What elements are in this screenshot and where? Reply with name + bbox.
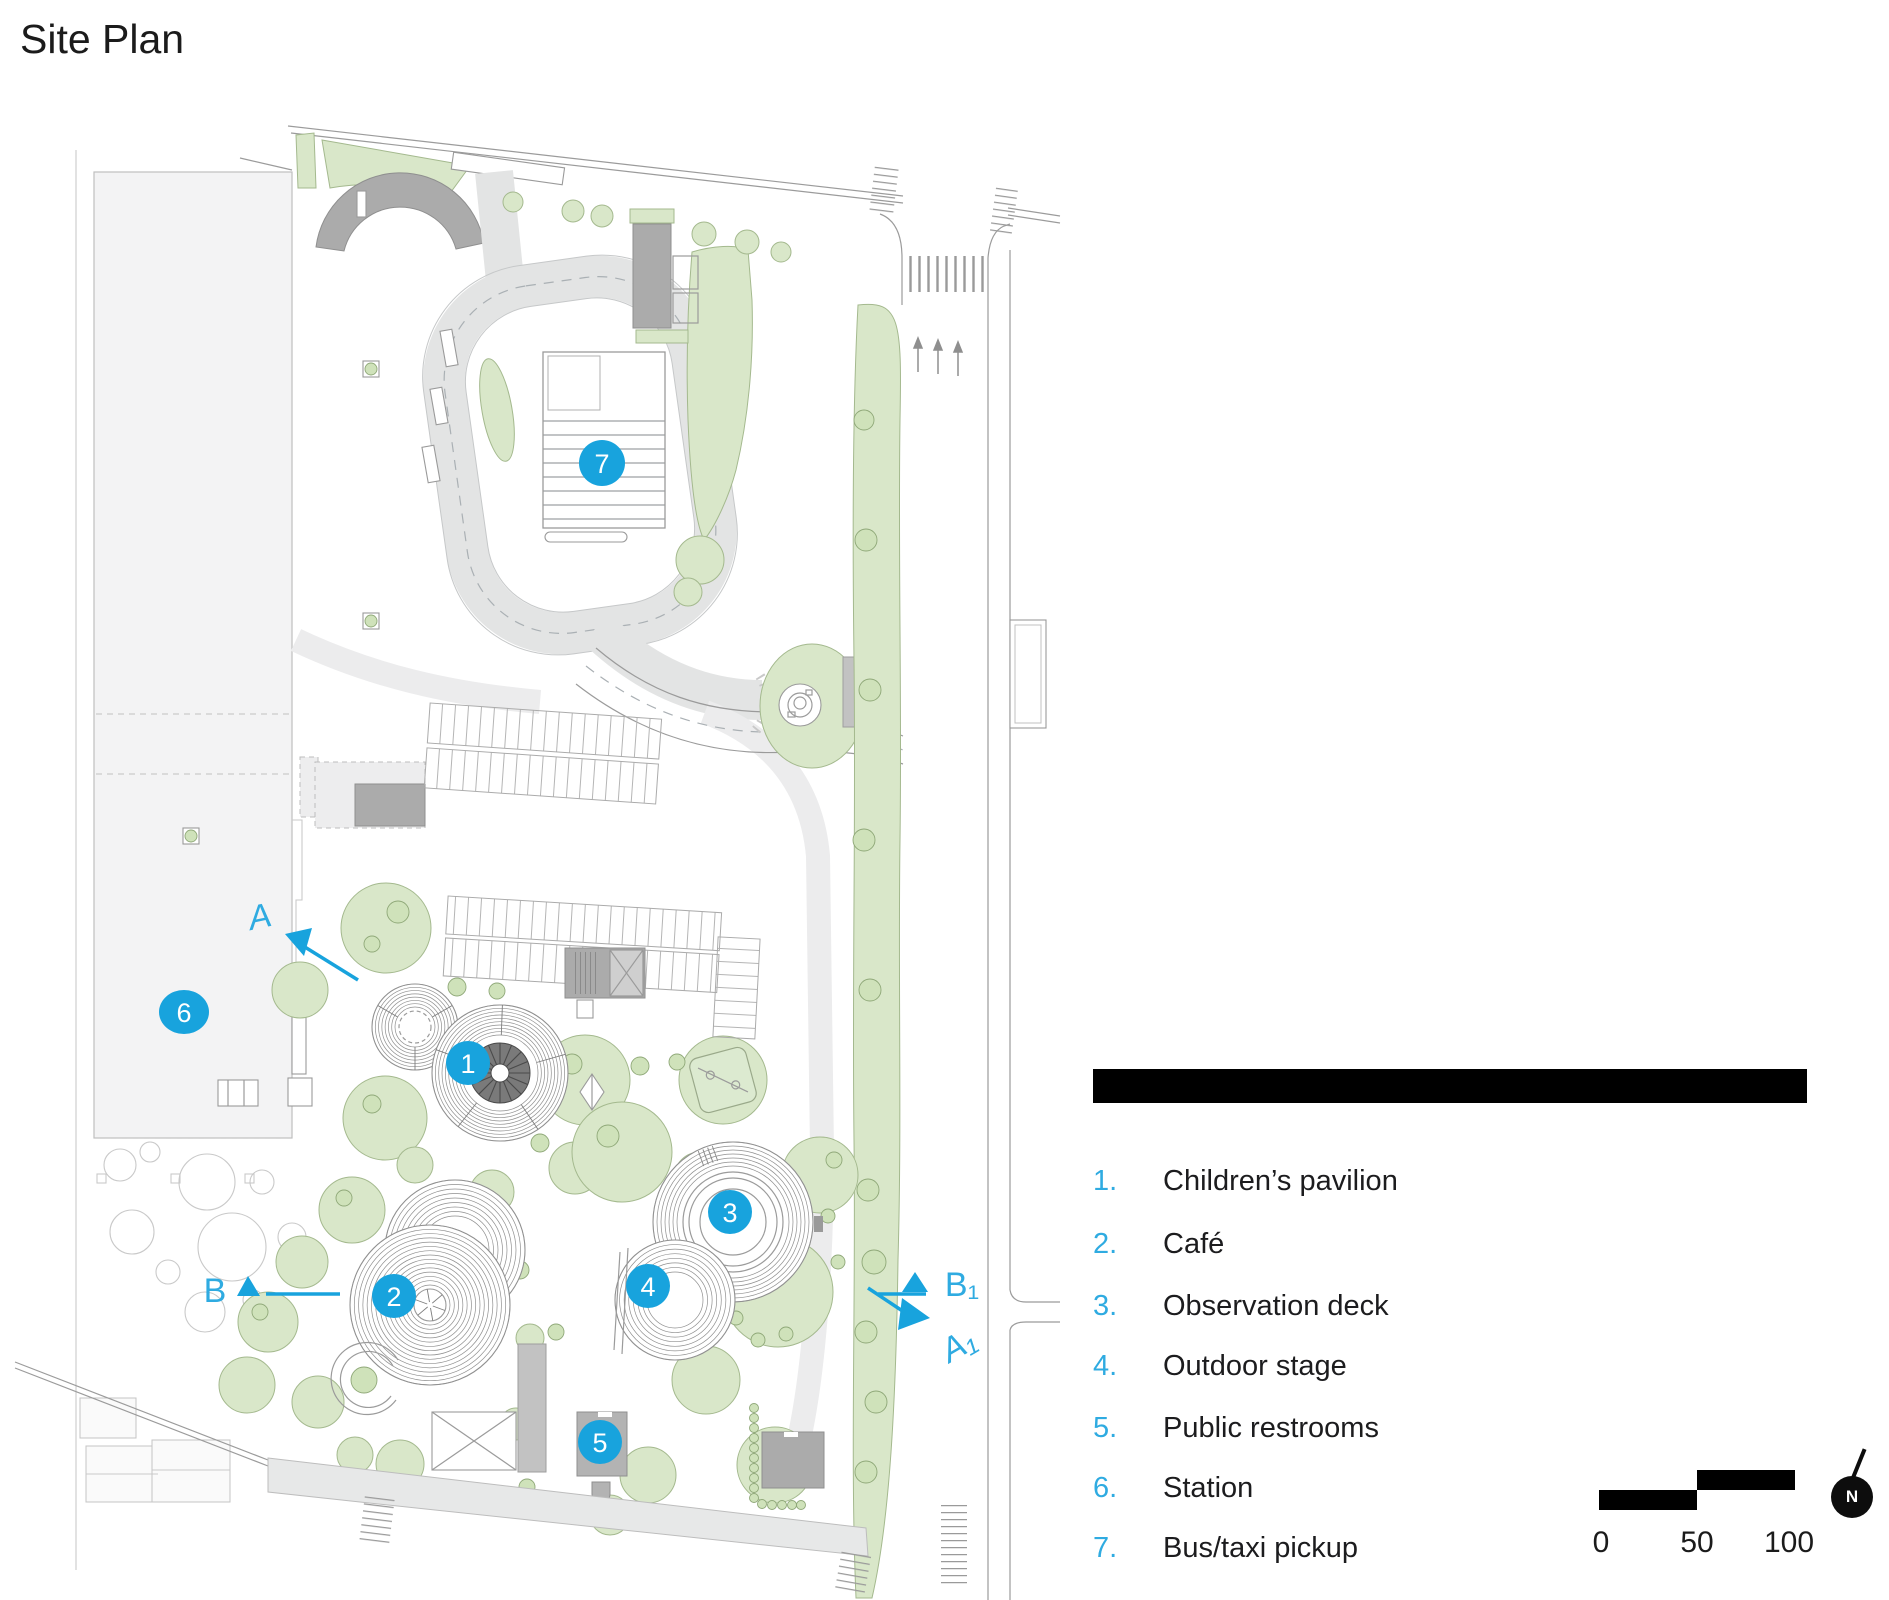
- legend-label-4: Outdoor stage: [1163, 1349, 1347, 1382]
- cafe: [330, 1179, 526, 1416]
- legend-item-6: 6. Station: [1093, 1467, 1253, 1509]
- scale-label-0: 0: [1592, 1526, 1610, 1559]
- section-label-a1: A₁: [933, 1321, 983, 1372]
- north-arrow-icon: N: [1831, 1476, 1873, 1518]
- legend-label-7: Bus/taxi pickup: [1163, 1531, 1359, 1564]
- section-label-b1: B₁: [945, 1266, 979, 1304]
- legend-number-2: 2.: [1093, 1227, 1118, 1260]
- plan-marker-4: 4: [626, 1264, 670, 1308]
- section-marker-b: B: [204, 1272, 340, 1310]
- station-platform: [93, 171, 313, 1139]
- svg-text:6: 6: [176, 998, 191, 1028]
- crosswalk-main: [906, 256, 986, 292]
- tram-platform: [1009, 619, 1047, 729]
- legend-item-4: 4. Outdoor stage: [1093, 1345, 1347, 1387]
- south-walkway: [267, 1457, 872, 1597]
- scale-bar-segment-1: [1599, 1490, 1697, 1510]
- section-marker-a: A: [243, 896, 359, 982]
- context-linework: [14, 150, 307, 1570]
- svg-text:3: 3: [722, 1198, 737, 1228]
- parking-rows: [423, 702, 761, 1040]
- childrens-pavilion: [371, 983, 569, 1142]
- legend-number-4: 4.: [1093, 1349, 1118, 1382]
- plan-marker-2: 2: [372, 1274, 416, 1318]
- scale-label-100: 100: [1763, 1526, 1815, 1559]
- svg-text:2: 2: [386, 1282, 401, 1312]
- page-title: Site Plan: [20, 16, 185, 62]
- entry-canopy: [295, 132, 566, 252]
- svg-text:7: 7: [594, 449, 609, 479]
- plan-marker-1: 1: [446, 1041, 490, 1085]
- lane-arrows: [912, 335, 964, 376]
- stair-building: [564, 947, 646, 1019]
- crosswalk-nw: [869, 163, 899, 217]
- legend-item-2: 2. Café: [1093, 1223, 1224, 1265]
- legend-label-3: Observation deck: [1163, 1289, 1389, 1322]
- roundabout: [759, 643, 865, 769]
- crosswalk-ne: [989, 184, 1019, 236]
- northeast-buildings: [299, 208, 699, 829]
- legend-title-bar: [1093, 1069, 1807, 1103]
- legend-item-5: 5. Public restrooms: [1093, 1407, 1379, 1449]
- playground: [689, 1046, 757, 1114]
- crosswalk-south: [941, 1500, 967, 1586]
- legend-item-7: 7. Bus/taxi pickup: [1093, 1527, 1358, 1569]
- east-street: [852, 163, 1060, 1600]
- svg-text:4: 4: [640, 1272, 655, 1302]
- scale-bar-segment-2: [1697, 1470, 1795, 1490]
- legend-number-7: 7.: [1093, 1531, 1118, 1564]
- legend-number-3: 3.: [1093, 1289, 1118, 1322]
- plan-marker-6: 6: [159, 990, 209, 1034]
- plan-marker-3: 3: [708, 1190, 752, 1234]
- legend-label-6: Station: [1163, 1471, 1254, 1504]
- north-street: [287, 125, 1061, 224]
- section-marker-b1: B₁: [878, 1266, 979, 1304]
- legend-label-5: Public restrooms: [1163, 1411, 1379, 1444]
- legend-number-6: 6.: [1093, 1471, 1118, 1504]
- plan-marker-7: 7: [579, 440, 625, 486]
- restrooms: [431, 1343, 628, 1504]
- plan-marker-5: 5: [578, 1420, 622, 1464]
- legend-number-5: 5.: [1093, 1411, 1118, 1444]
- legend-number-1: 1.: [1093, 1164, 1118, 1197]
- section-label-b: B: [204, 1272, 227, 1310]
- legend-item-3: 3. Observation deck: [1093, 1285, 1389, 1327]
- loop-east-planting: [686, 245, 753, 541]
- north-label: N: [1845, 1487, 1859, 1506]
- legend-item-1: 1. Children’s pavilion: [1093, 1160, 1398, 1202]
- svg-text:5: 5: [592, 1428, 607, 1458]
- legend-label-1: Children’s pavilion: [1163, 1164, 1398, 1197]
- svg-text:1: 1: [460, 1049, 475, 1079]
- scale-label-50: 50: [1680, 1526, 1714, 1559]
- southeast-building: [749, 1403, 825, 1510]
- legend-label-2: Café: [1163, 1227, 1225, 1260]
